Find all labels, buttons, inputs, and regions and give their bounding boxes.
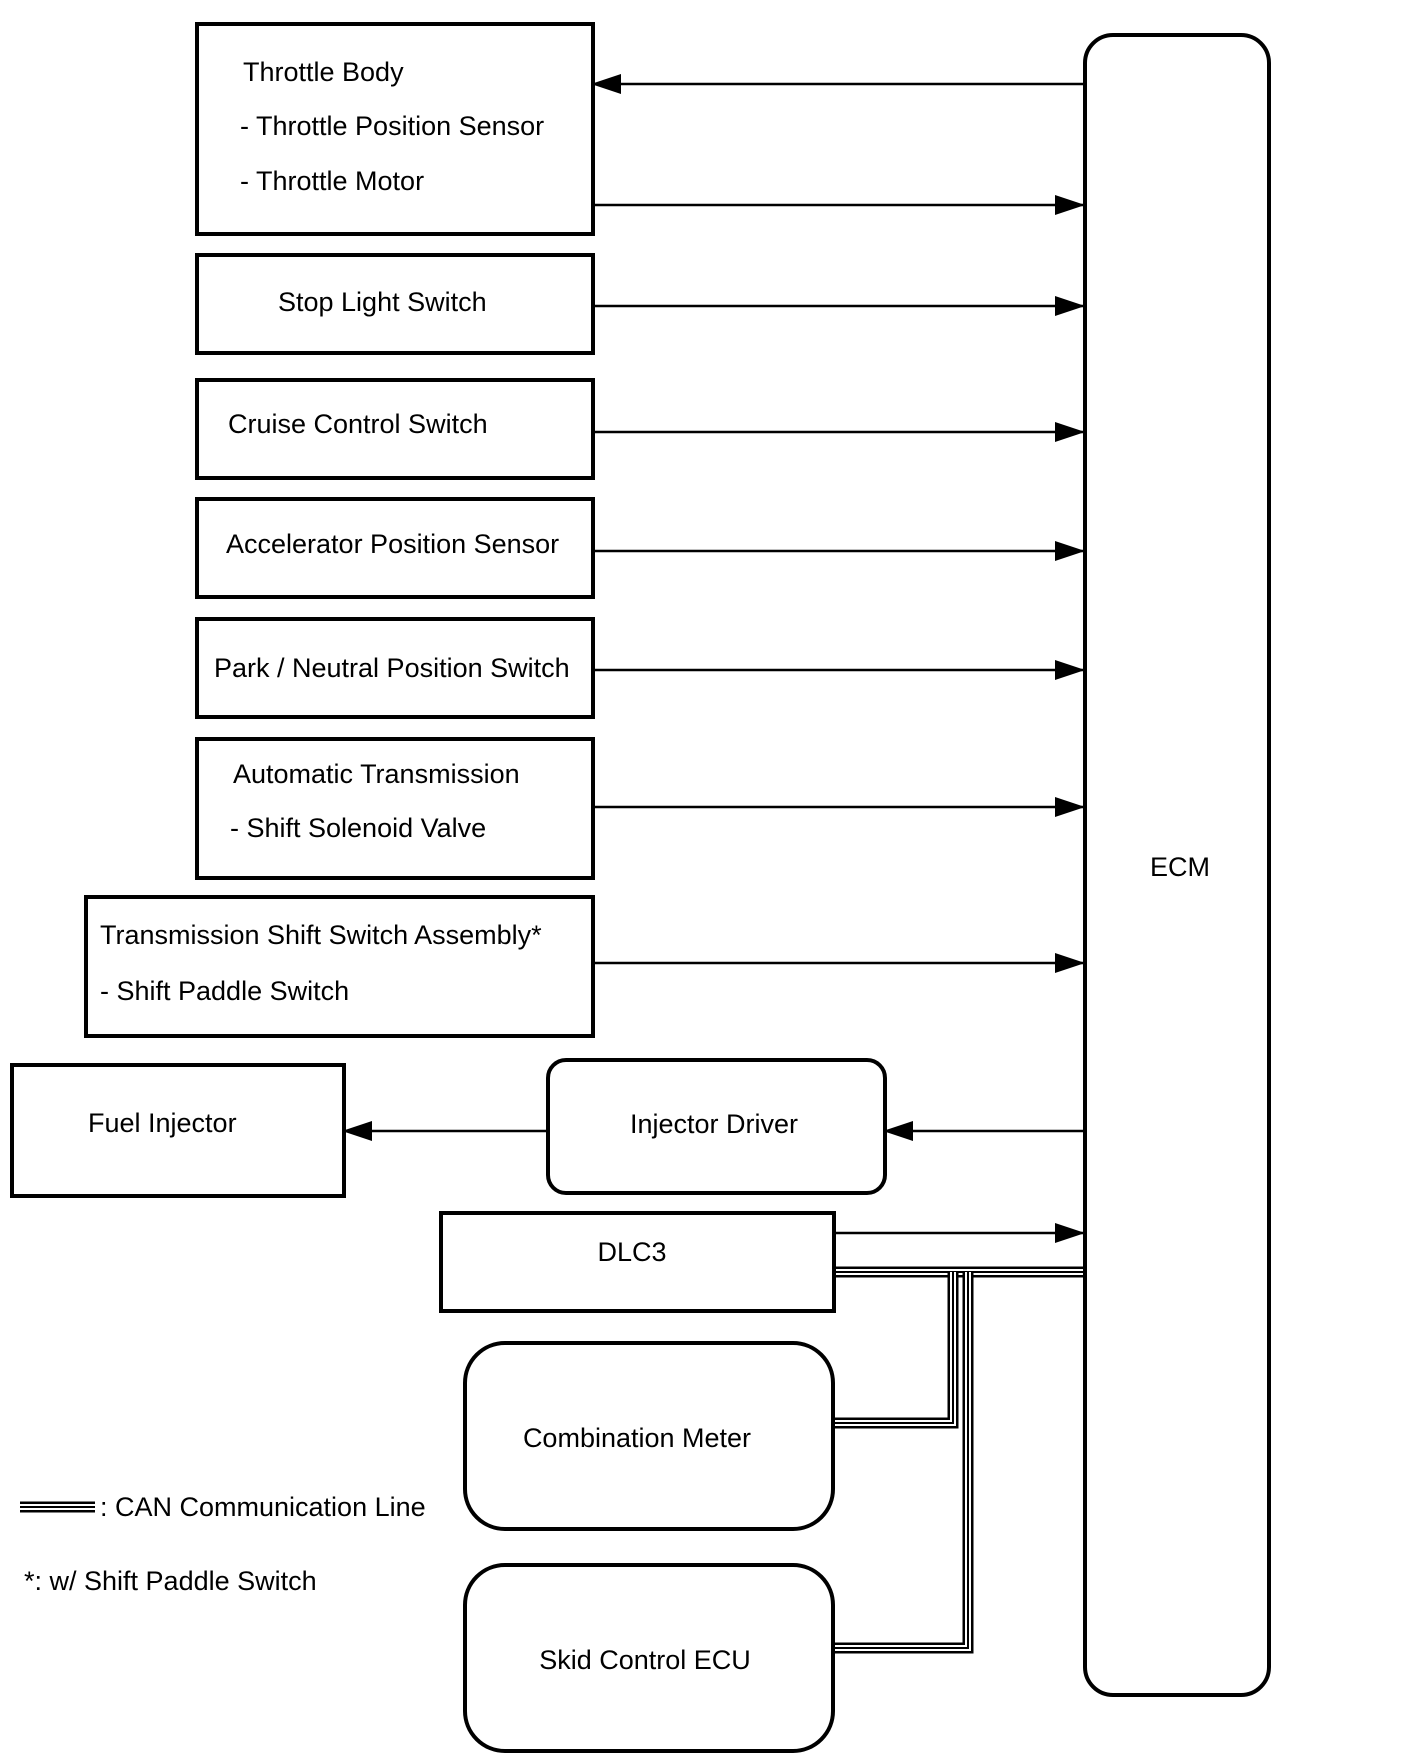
throttle-body-title: Throttle Body <box>243 57 404 87</box>
ecm-label: ECM <box>1150 852 1210 882</box>
dlc3-block: DLC3 <box>439 1211 836 1313</box>
automatic-transmission-block: Automatic Transmission - Shift Solenoid … <box>195 737 595 880</box>
signal-wires <box>342 74 1085 1243</box>
stop-light-switch-block: Stop Light Switch <box>195 253 595 355</box>
skid-control-ecu-block: Skid Control ECU <box>463 1563 835 1753</box>
dlc3-label: DLC3 <box>597 1237 666 1267</box>
can-bus <box>830 1266 1083 1654</box>
shift-solenoid-valve-label: - Shift Solenoid Valve <box>230 813 486 843</box>
shift-switch-assembly-block: Transmission Shift Switch Assembly* - Sh… <box>84 895 595 1038</box>
injector-driver-block: Injector Driver <box>546 1058 887 1195</box>
park-neutral-switch-label: Park / Neutral Position Switch <box>214 653 570 683</box>
cruise-control-switch-label: Cruise Control Switch <box>228 409 488 439</box>
cruise-control-switch-block: Cruise Control Switch <box>195 378 595 480</box>
stop-light-switch-label: Stop Light Switch <box>278 287 487 317</box>
throttle-body-block: Throttle Body - Throttle Position Sensor… <box>195 22 595 236</box>
skid-control-ecu-label: Skid Control ECU <box>539 1645 751 1675</box>
injector-driver-label: Injector Driver <box>630 1109 798 1139</box>
fuel-injector-block: Fuel Injector <box>10 1063 346 1198</box>
fuel-injector-label: Fuel Injector <box>88 1108 237 1138</box>
footnote-label: *: w/ Shift Paddle Switch <box>24 1566 317 1596</box>
park-neutral-switch-block: Park / Neutral Position Switch <box>195 617 595 719</box>
shift-paddle-switch-label: - Shift Paddle Switch <box>100 976 349 1006</box>
throttle-motor-label: - Throttle Motor <box>240 166 424 196</box>
legend: : CAN Communication Line *: w/ Shift Pad… <box>20 1492 426 1596</box>
combination-meter-label: Combination Meter <box>523 1423 751 1453</box>
accelerator-position-sensor-label: Accelerator Position Sensor <box>226 529 559 559</box>
throttle-position-sensor-label: - Throttle Position Sensor <box>240 111 544 141</box>
shift-switch-assembly-title: Transmission Shift Switch Assembly* <box>100 920 542 950</box>
ecm-block: ECM <box>1083 33 1271 1697</box>
combination-meter-block: Combination Meter <box>463 1341 835 1531</box>
can-line-legend-label: : CAN Communication Line <box>100 1492 426 1522</box>
accelerator-position-sensor-block: Accelerator Position Sensor <box>195 497 595 599</box>
automatic-transmission-title: Automatic Transmission <box>233 759 520 789</box>
